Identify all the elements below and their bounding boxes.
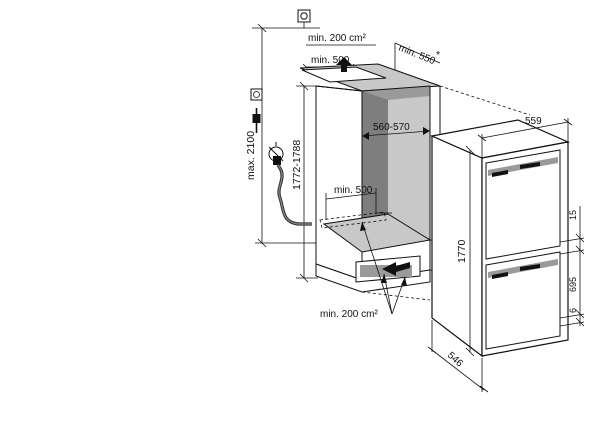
floor-vent-dimension: min. 200 cm² bbox=[320, 221, 407, 320]
gap-top-label: 15 bbox=[568, 210, 578, 220]
niche-depth-asterisk: * bbox=[436, 49, 440, 61]
air-inflow-arrow-icon bbox=[382, 262, 410, 276]
bottom-opening-dimension: min. 500 bbox=[325, 185, 377, 220]
door-dimensions: 15 695 6 bbox=[559, 206, 585, 327]
niche-height-dimension: 1772-1788 bbox=[291, 81, 318, 283]
door-height-label: 695 bbox=[568, 277, 578, 292]
niche-height-label: 1772-1788 bbox=[291, 140, 303, 190]
floor-vent-label: min. 200 cm² bbox=[320, 309, 378, 320]
power-plug-icon bbox=[252, 108, 261, 133]
appliance-height-label: 1770 bbox=[456, 239, 468, 263]
top-opening-label: min. 500 bbox=[311, 55, 350, 66]
ventilation-symbol-icon bbox=[297, 9, 311, 28]
total-height-label: max. 2100 bbox=[245, 131, 257, 180]
ceiling-vent-dimension: min. 200 cm² bbox=[306, 33, 376, 46]
gap-bottom-label: 6 bbox=[568, 308, 578, 313]
appliance-width-label: 559 bbox=[525, 116, 542, 127]
water-tap-icon bbox=[268, 142, 284, 165]
total-height-dimension: max. 2100 bbox=[245, 23, 320, 248]
appliance-depth-label: 546 bbox=[445, 350, 465, 370]
niche-depth-label: min. 550 bbox=[397, 43, 437, 68]
niche-depth-dimension: min. 550 * bbox=[394, 43, 441, 70]
water-hose-icon bbox=[276, 164, 312, 226]
power-socket-icon bbox=[250, 88, 263, 101]
appliance bbox=[429, 119, 571, 358]
installation-niche bbox=[299, 57, 441, 293]
appliance-height-dimension: 1770 bbox=[456, 145, 475, 357]
ceiling-vent-label: min. 200 cm² bbox=[308, 33, 366, 44]
niche-width-label: 560-570 bbox=[373, 122, 410, 133]
air-outflow-arrow-icon bbox=[336, 57, 352, 72]
appliance-width-dimension: 559 bbox=[477, 116, 573, 158]
bottom-opening-label: min. 500 bbox=[334, 185, 373, 196]
niche-width-dimension: 560-570 bbox=[361, 122, 431, 140]
